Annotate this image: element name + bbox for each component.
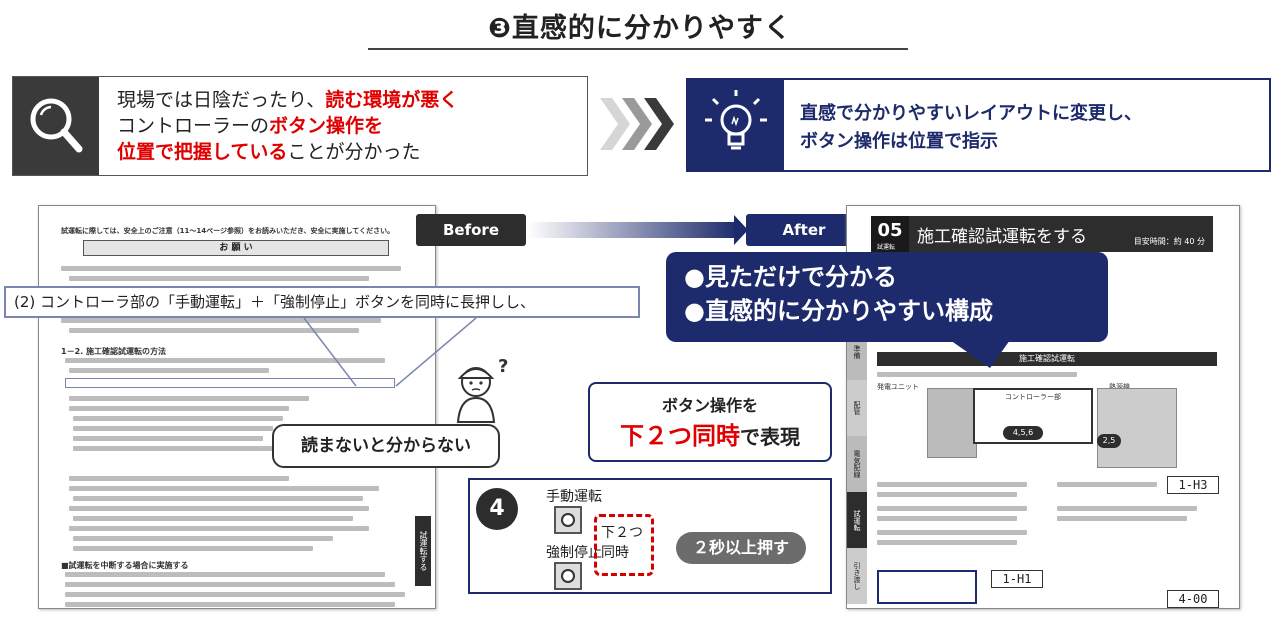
speech-bubble-before: 読まないと分からない: [272, 424, 500, 468]
after-step-number: 05: [871, 216, 909, 252]
svg-text:?: ?: [498, 356, 508, 377]
after-title: 施工確認試運転をする: [917, 227, 1087, 247]
manual-run-button: [554, 506, 582, 534]
press-duration-pill: ２秒以上押す: [676, 532, 806, 564]
after-section-bar: 施工確認試運転: [877, 352, 1217, 366]
callout-blue: ●見ただけで分かる ●直感的に分かりやすい構成: [666, 252, 1108, 342]
after-unit-label: 発電ユニット: [877, 383, 919, 391]
after-label: After: [746, 214, 862, 246]
side-tab-handover: 引き渡し: [847, 548, 867, 604]
side-tab-piping: 配管: [847, 380, 867, 436]
simultaneous-dashed-box: 下２つ同時: [594, 514, 654, 576]
magnifier-icon: [13, 77, 99, 175]
after-controller-diagram: コントローラー部 4,5,6: [973, 388, 1093, 444]
problem-text: 現場では日陰だったり、読む環境が悪く コントローラーのボタン操作を 位置で把握し…: [117, 89, 459, 163]
after-seg-display-3: 4-00: [1167, 590, 1219, 608]
after-step-badge: 4,5,6: [1003, 426, 1043, 440]
force-stop-button: [554, 562, 582, 590]
after-header: 05 試運転 施工確認試運転をする 目安時間：約 40 分: [871, 216, 1213, 252]
after-side-tabs: 準備 配管 電気配線 試運転 引き渡し: [847, 324, 867, 604]
callout-blue-tail: [950, 340, 1010, 368]
solution-box: 直感で分かりやすいレイアウトに変更し、 ボタン操作は位置で指示: [686, 78, 1271, 172]
callout-white: ボタン操作を 下２つ同時で表現: [588, 382, 832, 462]
before-section: 1－2. 施工確認試運転の方法: [61, 347, 166, 356]
confused-worker-icon: ?: [456, 356, 508, 423]
before-label: Before: [416, 214, 526, 246]
before-zoom-text: (2) コントローラ部の「手動運転」＋「強制停止」ボタンを同時に長押しし、: [4, 286, 640, 318]
before-after-arrow: [528, 222, 738, 238]
after-controller-label: コントローラー部: [1005, 393, 1061, 401]
after-time: 目安時間：約 40 分: [1133, 237, 1205, 246]
solution-text: 直感で分かりやすいレイアウトに変更し、 ボタン操作は位置で指示: [800, 103, 1142, 152]
manual-run-label: 手動運転: [546, 489, 602, 505]
step-number-circle: 4: [476, 488, 518, 530]
chevron-arrows-icon: [600, 98, 674, 150]
lightbulb-icon: [688, 80, 784, 170]
arrowhead-icon: [734, 215, 748, 245]
before-intro: 試運転に際しては、安全上のご注意（11～14ページ参照）をお読みいただき、安全に…: [61, 227, 395, 235]
after-seg-display-1: 1-H3: [1167, 476, 1219, 494]
side-tab-testrun: 試運転: [847, 492, 867, 548]
problem-box: 現場では日陰だったり、読む環境が悪く コントローラーのボタン操作を 位置で把握し…: [12, 76, 588, 176]
before-bottom-heading: ■試運転を中断する場合に実施する: [61, 561, 189, 570]
before-document: 試運転に際しては、安全上のご注意（11～14ページ参照）をお読みいただき、安全に…: [38, 205, 436, 609]
onegai-box: お 願 い: [83, 240, 389, 256]
after-step-badge-2: 2,5: [1097, 434, 1121, 448]
zoom-connector: [303, 318, 477, 387]
button-zoom-box: 4 手動運転 強制停止 下２つ同時 ２秒以上押す: [468, 478, 832, 594]
title-underline: [368, 48, 908, 50]
force-stop-label: 強制停止: [546, 545, 602, 561]
after-heater-label: 熱源機: [1109, 383, 1130, 391]
after-number-sub: 試運転: [877, 244, 896, 251]
side-tab-wiring: 電気配線: [847, 436, 867, 492]
before-side-label: 試運転する: [415, 516, 431, 586]
after-seg-display-2: 1-H1: [991, 570, 1043, 588]
page-title: ❸直感的に分かりやすく: [488, 13, 792, 44]
